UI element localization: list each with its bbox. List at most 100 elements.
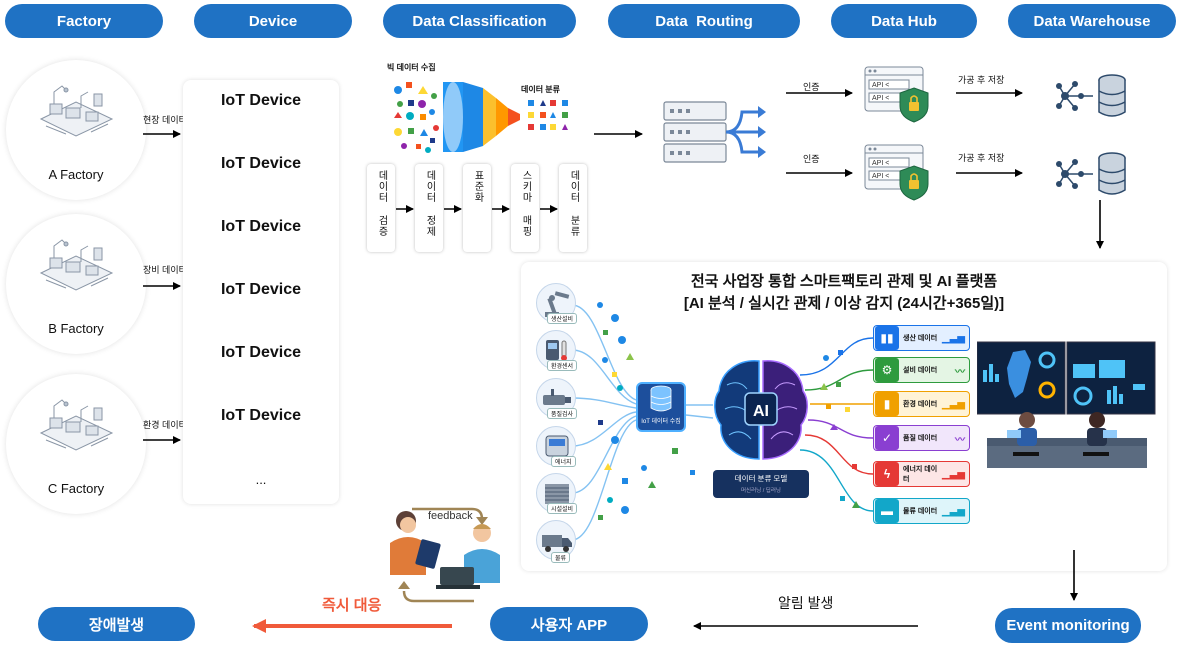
mini-chart-icon: ▁▃▅	[941, 398, 965, 410]
truck-icon	[542, 535, 572, 552]
category-card: ▬ 물류 데이터▁▃▅	[873, 498, 970, 524]
store-label-top: 가공 후 저장	[958, 75, 1005, 85]
model-subtitle: 머신러닝 / 딥러닝	[740, 488, 781, 494]
mini-chart-icon: ▁▃▅	[941, 332, 965, 344]
camera-icon	[543, 389, 571, 405]
mini-chart-icon: ▁▃▅	[941, 468, 965, 480]
data-classify-label: 데이터 분류	[521, 85, 561, 94]
shield-check-icon: ✓	[875, 426, 899, 450]
source-tag: 에너지	[551, 456, 576, 467]
platform-subtitle: [AI 분석 / 실시간 관제 / 이상 감지 (24시간+365일)]	[683, 295, 1005, 312]
step-label: 데이터 검증	[376, 170, 387, 237]
iot-device-item: IoT Device	[220, 155, 302, 172]
api-text: API <	[872, 173, 889, 180]
platform-title: 전국 사업장 통합 스마트팩토리 관제 및 AI 플랫폼	[690, 273, 998, 290]
factory-label: A Factory	[48, 167, 104, 182]
database-network-icon	[1056, 74, 1126, 117]
store-label-bottom: 가공 후 저장	[958, 153, 1005, 163]
source-tag: 환경센서	[547, 360, 578, 371]
step-label: 데이터 정제	[424, 170, 435, 237]
api-gateway-icon: API < API <	[864, 66, 929, 123]
event-monitoring-pill: Event monitoring	[995, 608, 1141, 643]
factory-label: B Factory	[48, 321, 104, 336]
auth-label-top: 인증	[803, 82, 820, 92]
database-icon	[650, 385, 672, 412]
gear-icon: ⚙	[875, 358, 899, 382]
category-label: 설비 데이터	[903, 367, 938, 374]
category-card: ▮▮ 생산 데이터▁▃▅	[873, 325, 970, 351]
iot-device-item: IoT Device	[220, 92, 302, 109]
big-data-collect-label: 빅 데이터 수집	[387, 63, 436, 72]
category-card: ▮ 환경 데이터▁▃▅	[873, 391, 970, 417]
factory-illustration-icon	[39, 399, 114, 451]
category-label: 생산 데이터	[903, 335, 938, 342]
iot-device-item: IoT Device	[220, 407, 302, 424]
category-label: 에너지 데이터	[903, 466, 938, 483]
mini-chart-icon: 〰	[955, 434, 965, 446]
edge-label-equipment-data: 장비 데이터	[143, 265, 187, 275]
hub-label: IoT 데이터 수집	[641, 419, 681, 425]
model-title: 데이터 분류 모델	[734, 474, 788, 483]
feedback-label: feedback	[428, 510, 473, 522]
category-label: 물류 데이터	[903, 508, 938, 515]
header-device: Device	[194, 4, 352, 38]
factory-label: C Factory	[47, 481, 105, 496]
step-label: 스키마 매핑	[520, 170, 531, 237]
source-tag: 품질검사	[547, 408, 578, 419]
header-data-routing: Data Routing	[608, 4, 800, 38]
sensor-icon	[546, 340, 567, 361]
step-label: 데이터 분류	[568, 170, 579, 237]
ai-brain-icon: AI	[714, 360, 808, 460]
user-app-pill: 사용자 APP	[490, 607, 648, 641]
iot-device-item: IoT Device	[220, 281, 302, 298]
mini-chart-icon: ▁▃▅	[941, 505, 965, 517]
iot-data-collect-hub: IoT 데이터 수집	[636, 382, 686, 432]
category-label: 환경 데이터	[903, 401, 938, 408]
ai-label: AI	[753, 403, 769, 420]
iot-device-item: IoT Device	[220, 218, 302, 235]
api-text: API <	[872, 95, 889, 102]
api-text: API <	[872, 82, 889, 89]
bar-chart-icon: ▮▮	[875, 326, 899, 350]
source-tag: 생산설비	[547, 313, 578, 324]
header-data-classification: Data Classification	[383, 4, 576, 38]
category-label: 품질 데이터	[903, 435, 938, 442]
alert-label: 알림 발생	[778, 595, 834, 611]
device-panel: IoT Device IoT Device IoT Device IoT Dev…	[183, 80, 339, 504]
step-standardization: 표준화	[463, 164, 491, 252]
database-network-icon	[1056, 152, 1126, 195]
source-tag: 물류	[551, 552, 571, 563]
category-card: ✓ 품질 데이터 〰	[873, 425, 970, 451]
step-data-cleansing: 데이터 정제	[415, 164, 443, 252]
factory-c-node: C Factory	[6, 374, 146, 514]
control-room-illustration	[977, 341, 1156, 468]
edge-label-environment-data: 환경 데이터	[143, 420, 187, 430]
factory-illustration-icon	[39, 85, 114, 137]
source-tag: 시설설비	[547, 503, 578, 514]
step-data-validation: 데이터 검증	[367, 164, 395, 252]
header-factory: Factory	[5, 4, 163, 38]
api-text: API <	[872, 160, 889, 167]
header-data-warehouse: Data Warehouse	[1008, 4, 1176, 38]
step-schema-mapping: 스키마 매핑	[511, 164, 539, 252]
hvac-unit-icon	[545, 484, 569, 504]
category-card: ⚙ 설비 데이터 〰	[873, 357, 970, 383]
step-label: 표준화	[472, 170, 483, 203]
lightning-icon: ϟ	[875, 462, 899, 486]
failure-pill: 장애발생	[38, 607, 195, 641]
funnel-illustration	[394, 82, 568, 153]
factory-illustration-icon	[39, 239, 114, 291]
auth-label-bottom: 인증	[803, 154, 820, 164]
feedback-illustration: feedback	[390, 507, 500, 603]
immediate-response-label: 즉시 대응	[322, 597, 382, 614]
iot-device-more: ...	[255, 472, 267, 487]
classification-model-box: 데이터 분류 모델 머신러닝 / 딥러닝	[713, 470, 809, 498]
mini-chart-icon: 〰	[955, 366, 965, 378]
thermometer-icon: ▮	[875, 392, 899, 416]
factory-b-node: B Factory	[6, 214, 146, 354]
truck-icon: ▬	[875, 499, 899, 523]
server-router-icon	[663, 101, 766, 163]
step-data-classification: 데이터 분류	[559, 164, 587, 252]
edge-label-site-data: 현장 데이터	[143, 115, 187, 125]
